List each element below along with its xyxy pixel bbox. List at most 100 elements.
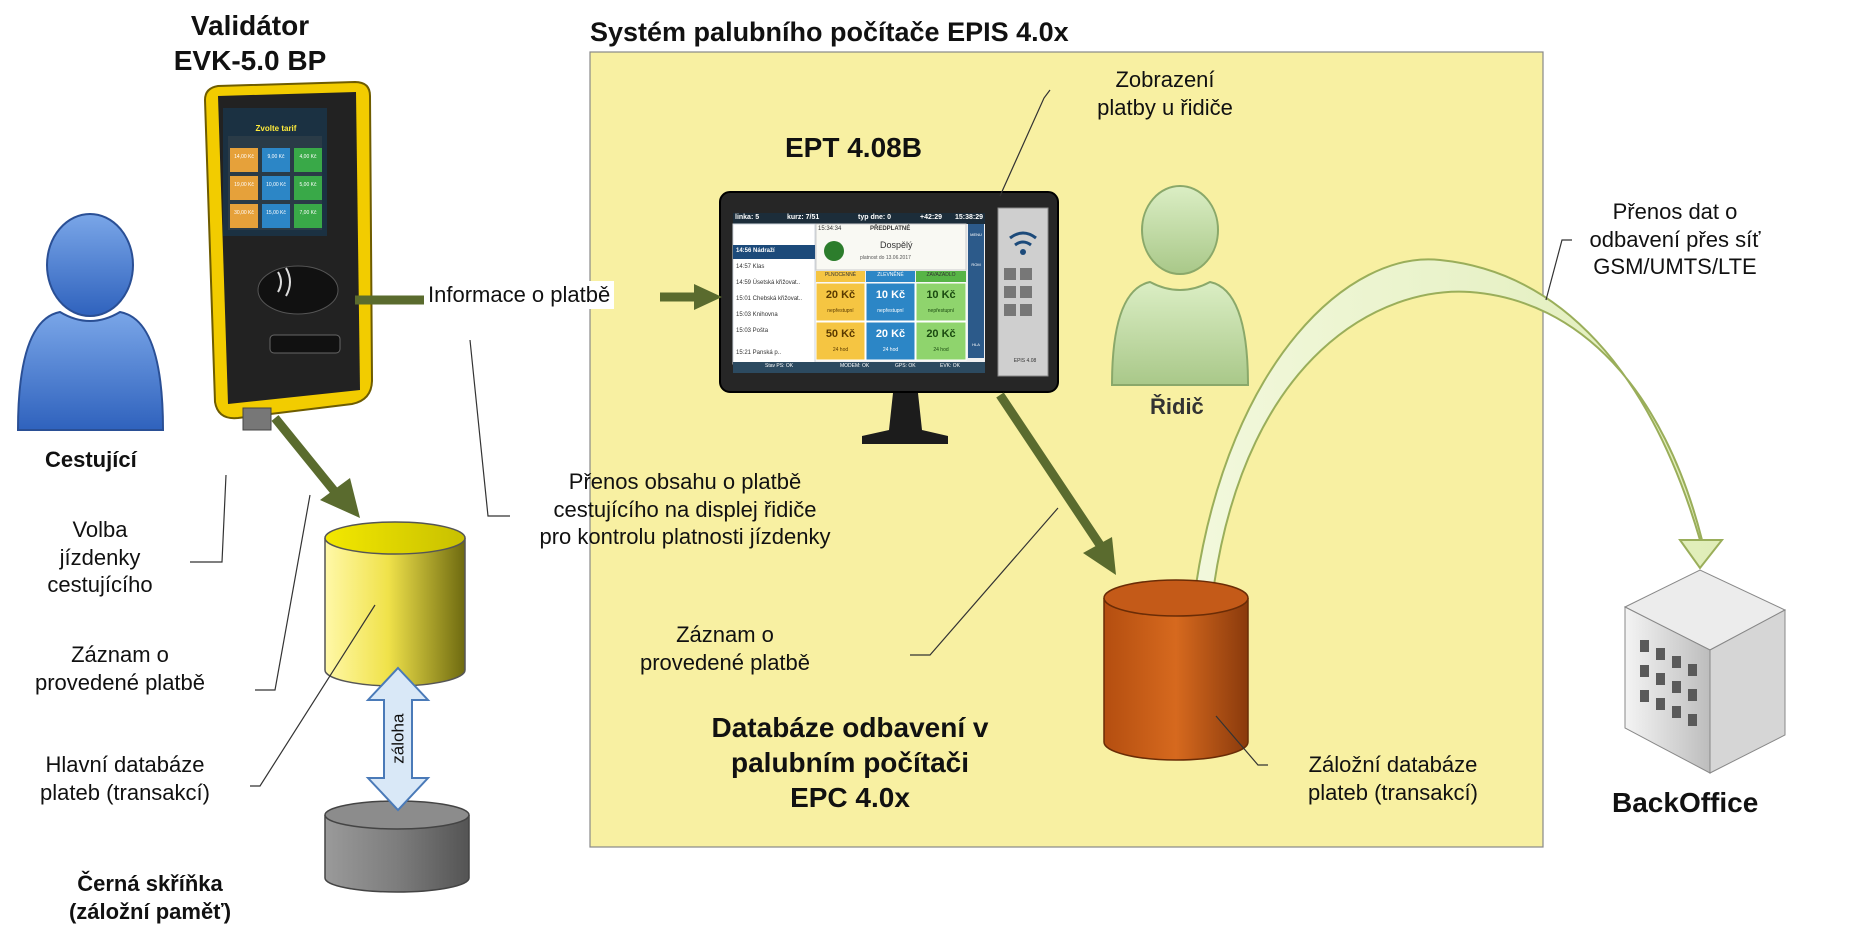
- ept-course: kurz: 7/51: [787, 214, 820, 221]
- ept-status: MODEM: OK: [840, 363, 870, 369]
- validator-fare: 15,00 Kč: [266, 210, 286, 216]
- ept-fare-col: ZAVAZADLO: [926, 272, 956, 278]
- ept-stop: 14:56 Nádraží: [736, 248, 775, 254]
- driver-label: Řidič: [1150, 394, 1204, 419]
- validator-title-line1: Validátor: [190, 10, 310, 41]
- validator-fare: 5,00 Kč: [299, 182, 317, 188]
- ept-ticket-person: Dospělý: [880, 240, 913, 250]
- onboard-db-title: Databáze odbavení v palubním počítači EP…: [690, 710, 1010, 815]
- ept-fare-price: 20 Kč: [825, 289, 856, 301]
- payment-display-label: Zobrazení platby u řidiče: [1055, 66, 1275, 121]
- ept-status: GPS: OK: [895, 363, 916, 369]
- ticket-choice-line1: Volba: [72, 517, 128, 542]
- ept-fare-note: nepřestupní: [827, 308, 854, 314]
- record-center-line2: provedené platbě: [639, 649, 811, 675]
- payment-info-label: Informace o platbě: [424, 281, 615, 309]
- ept-side-button: MENU: [970, 232, 982, 237]
- onboard-db-line2: palubním počítači: [730, 747, 970, 778]
- validator-title-line2: EVK-5.0 BP: [173, 45, 327, 76]
- validator-screen: [230, 148, 322, 228]
- record-center-label: Záznam o provedené platbě: [620, 621, 830, 676]
- ticket-choice-label: Volba jízdenky cestujícího: [15, 516, 185, 599]
- ept-fare-note: 24 hod: [933, 347, 949, 353]
- onboard-db-line3: EPC 4.0x: [790, 782, 910, 813]
- payment-display-line2: platby u řidiče: [1097, 94, 1233, 120]
- system-panel: [589, 51, 1544, 848]
- ept-fare-price: 10 Kč: [926, 289, 956, 301]
- ept-fare-price: 20 Kč: [875, 328, 906, 340]
- backup-arrow-label-wrap: záloha: [383, 700, 413, 778]
- backup-double-arrow: [365, 666, 431, 812]
- black-box-cylinder: [324, 800, 470, 893]
- gsm-transfer-arrow: [1194, 258, 1725, 586]
- validator-screen-title: Zvolte tarif: [255, 124, 297, 133]
- record-left-line1: Záznam o: [71, 642, 169, 667]
- record-left-line2: provedené platbě: [34, 669, 206, 695]
- ept-time: 15:38:29: [955, 214, 984, 221]
- ept-fare-price: 20 Kč: [926, 328, 956, 340]
- ept-screen: [732, 213, 1037, 373]
- black-box-line2: (záložní paměť): [68, 898, 232, 924]
- main-db-line1: Hlavní databáze: [45, 752, 205, 777]
- gsm-transfer-label: Přenos dat o odbavení přes síť GSM/UMTS/…: [1560, 198, 1790, 281]
- gsm-transfer-line2: odbavení přes síť: [1589, 226, 1761, 252]
- ept-stop: 14:59 Úsetská křižovat..: [736, 280, 801, 286]
- main-database-cylinder: [324, 521, 466, 687]
- ept-delay: +42:29: [920, 214, 942, 221]
- ticket-choice-line2: jízdenky: [59, 544, 141, 570]
- ept-stop: 15:21 Panská p..: [736, 350, 782, 356]
- passenger-label: Cestující: [45, 447, 137, 472]
- gsm-transfer-line1: Přenos dat o: [1612, 199, 1738, 224]
- ept-fare-note: 24 hod: [832, 347, 849, 353]
- main-db-line2: plateb (transakcí): [40, 779, 210, 805]
- validator-device: [203, 80, 374, 431]
- callout-lines: [190, 89, 1572, 787]
- backup-database-cylinder: [1103, 579, 1249, 761]
- ept-day-type: typ dne: 0: [858, 214, 892, 221]
- validator-fare: 14,00 Kč: [234, 154, 254, 160]
- system-title: Systém palubního počítače EPIS 4.0x: [590, 17, 1069, 47]
- backup-arrow-label: záloha: [388, 713, 408, 764]
- ept-stop: 15:01 Chebská křižovat..: [736, 296, 803, 302]
- ept-fare-note: nepřestupní: [877, 308, 904, 314]
- validator-fare: 9,00 Kč: [267, 154, 285, 160]
- validator-fare: 30,00 Kč: [234, 210, 254, 216]
- ept-fare-price: 10 Kč: [875, 289, 906, 301]
- ept-stop: 14:57 Klas: [736, 264, 765, 270]
- ept-line: linka: 5: [735, 214, 760, 221]
- content-transfer-label: Přenos obsahu o platbě cestujícího na di…: [510, 468, 860, 551]
- ept-status: Stav PS: OK: [765, 363, 794, 369]
- ept-side-button: HLA: [972, 342, 980, 347]
- backoffice-label: BackOffice: [1612, 787, 1759, 818]
- ept-ticket-valid: platnost do 13.06.2017: [860, 255, 911, 261]
- data-flow-arrows: [271, 284, 1116, 575]
- gsm-transfer-line3: GSM/UMTS/LTE: [1593, 254, 1757, 279]
- backup-db-line1: Záložní databáze: [1308, 752, 1478, 777]
- ticket-choice-line3: cestujícího: [47, 572, 153, 597]
- ept-ticket-type: PŘEDPLATNÉ: [870, 226, 911, 232]
- ept-fare-note: nepřestupní: [927, 308, 955, 314]
- ept-side-button: ROM: [971, 262, 981, 267]
- ept-stop: 15:03 Pošta: [736, 328, 769, 334]
- ept-status: EVK: OK: [940, 363, 961, 369]
- validator-fare: 19,00 Kč: [234, 182, 254, 188]
- black-box-label: Černá skříňka (záložní paměť): [50, 870, 250, 925]
- ept-stop: 15:03 Knihovna: [736, 312, 778, 318]
- onboard-db-line1: Databáze odbavení v: [711, 712, 989, 743]
- record-left-label: Záznam o provedené platbě: [5, 641, 235, 696]
- main-db-label: Hlavní databáze plateb (transakcí): [5, 751, 245, 806]
- payment-display-line1: Zobrazení: [1115, 67, 1215, 92]
- validator-title: Validátor EVK-5.0 BP: [160, 8, 340, 78]
- validator-fare: 10,00 Kč: [266, 182, 286, 188]
- ept-title: EPT 4.08B: [785, 132, 922, 163]
- content-transfer-line1: Přenos obsahu o platbě: [568, 469, 802, 494]
- ept-fare-price: 50 Kč: [825, 328, 856, 340]
- ept-fare-note: 24 hod: [882, 347, 899, 353]
- validator-fare: 4,00 Kč: [299, 154, 317, 160]
- driver-person-icon: [1110, 185, 1250, 386]
- backup-db-line2: plateb (transakcí): [1308, 779, 1478, 805]
- backoffice-building-icon: [1623, 569, 1787, 774]
- backup-db-label: Záložní databáze plateb (transakcí): [1268, 751, 1518, 806]
